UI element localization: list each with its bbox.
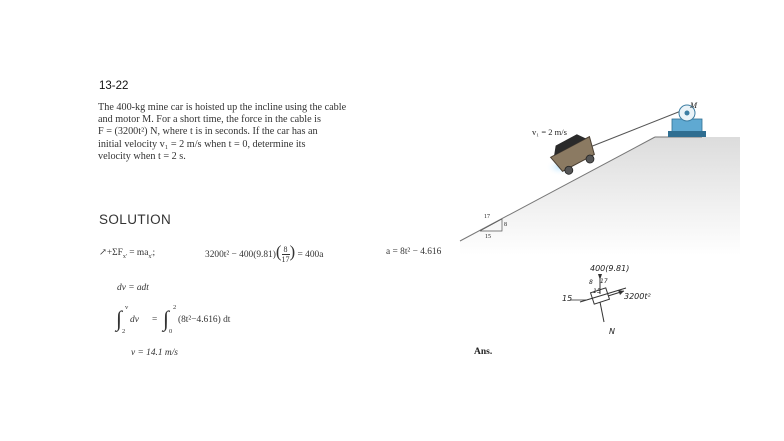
statement-line: F = (3200t²) N, where t is in seconds. I… xyxy=(98,126,318,138)
integral-equation: ∫ v 2 dv = ∫ 2 0 (8t²−4.616) dt xyxy=(116,304,231,335)
slope-run-label: 15 xyxy=(485,234,491,240)
cable xyxy=(589,108,687,148)
incline-surface xyxy=(460,137,740,255)
weight-label: 400(9.81) xyxy=(590,264,630,273)
problem-statement: The 400-kg mine car is hoisted up the in… xyxy=(98,102,382,163)
solution-heading: SOLUTION xyxy=(99,212,172,227)
normal-force-label: N xyxy=(609,327,615,336)
cable-force-label: 3200t² xyxy=(624,292,651,301)
side-label: 15 xyxy=(562,294,573,303)
velocity-result: v = 14.1 m/s xyxy=(131,348,178,358)
free-body-diagram xyxy=(570,274,627,323)
angle-run-label: 15 xyxy=(593,288,601,295)
answer-label: Ans. xyxy=(474,347,493,357)
equation-of-motion: ↗+ΣFx' = max'; xyxy=(99,248,156,260)
incline-figure xyxy=(459,104,740,255)
slope-hyp-label: 17 xyxy=(484,214,490,220)
statement-line: velocity when t = 2 s. xyxy=(98,150,186,162)
incline-edge xyxy=(459,136,656,242)
problem-number: 13-22 xyxy=(99,80,129,92)
mine-car xyxy=(549,134,595,175)
statement-line: and motor M. For a short time, the force… xyxy=(98,114,321,126)
motor xyxy=(668,104,706,137)
kinematic-relation: dv = adt xyxy=(117,283,149,293)
slope-rise-label: 8 xyxy=(504,222,507,228)
acceleration-result: a = 8t² − 4.616 xyxy=(386,247,442,257)
statement-line: initial velocity v₁ = 2 m/s when t = 0, … xyxy=(98,138,306,150)
eq1-lhs: ↗+ΣF xyxy=(99,248,123,258)
angle-rise-label: 8 xyxy=(589,279,593,286)
statement-line: The 400-kg mine car is hoisted up the in… xyxy=(98,102,347,113)
slope-triangle xyxy=(479,218,503,232)
velocity-label: v₁ = 2 m/s xyxy=(532,127,567,137)
angle-hyp-label: 17 xyxy=(600,278,608,285)
motor-label: M xyxy=(690,100,698,110)
